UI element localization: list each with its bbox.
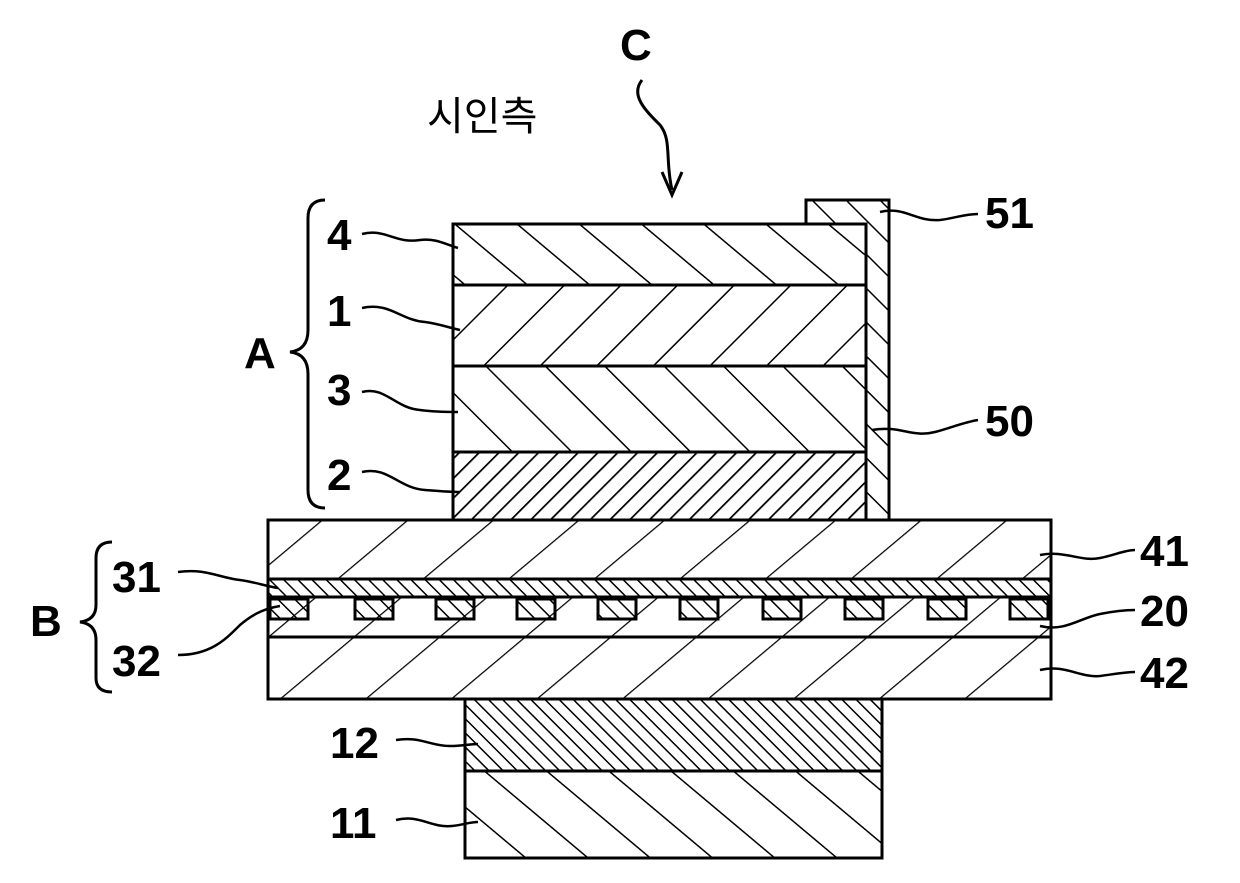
viewing-side-label: 시인측 xyxy=(427,94,537,140)
layer-1 xyxy=(453,285,866,366)
label-42: 42 xyxy=(1140,649,1189,698)
brace-A xyxy=(290,200,325,508)
label-B: B xyxy=(30,597,62,646)
label-11: 11 xyxy=(330,799,377,848)
leader-2 xyxy=(362,471,460,492)
label-41: 41 xyxy=(1140,527,1189,576)
leader-3 xyxy=(362,391,458,412)
label-A: A xyxy=(244,329,276,378)
label-1: 1 xyxy=(327,287,351,336)
arrow-C-line xyxy=(638,80,672,190)
leader-4 xyxy=(362,233,458,248)
label-2: 2 xyxy=(327,451,351,500)
label-31: 31 xyxy=(112,553,161,602)
layer-31 xyxy=(268,579,1051,597)
leader-41 xyxy=(1040,550,1135,559)
leader-20 xyxy=(1040,610,1135,627)
leader-51 xyxy=(880,211,978,221)
layer-4 xyxy=(453,224,866,285)
layer-42 xyxy=(268,637,1051,699)
layer-11 xyxy=(465,771,882,858)
layer-3 xyxy=(453,366,866,452)
label-C: C xyxy=(620,21,652,70)
leader-32 xyxy=(178,606,280,655)
label-20: 20 xyxy=(1140,587,1189,636)
label-12: 12 xyxy=(330,719,379,768)
layer-41 xyxy=(268,520,1051,579)
label-32: 32 xyxy=(112,637,161,686)
brace-B xyxy=(80,542,112,692)
leader-42 xyxy=(1040,668,1135,676)
leader-31 xyxy=(178,571,278,588)
label-51: 51 xyxy=(985,189,1034,238)
layer-2 xyxy=(453,452,866,520)
label-4: 4 xyxy=(327,211,352,260)
layer-12 xyxy=(465,699,882,771)
leader-1 xyxy=(362,307,460,330)
label-3: 3 xyxy=(327,366,351,415)
label-50: 50 xyxy=(985,397,1034,446)
